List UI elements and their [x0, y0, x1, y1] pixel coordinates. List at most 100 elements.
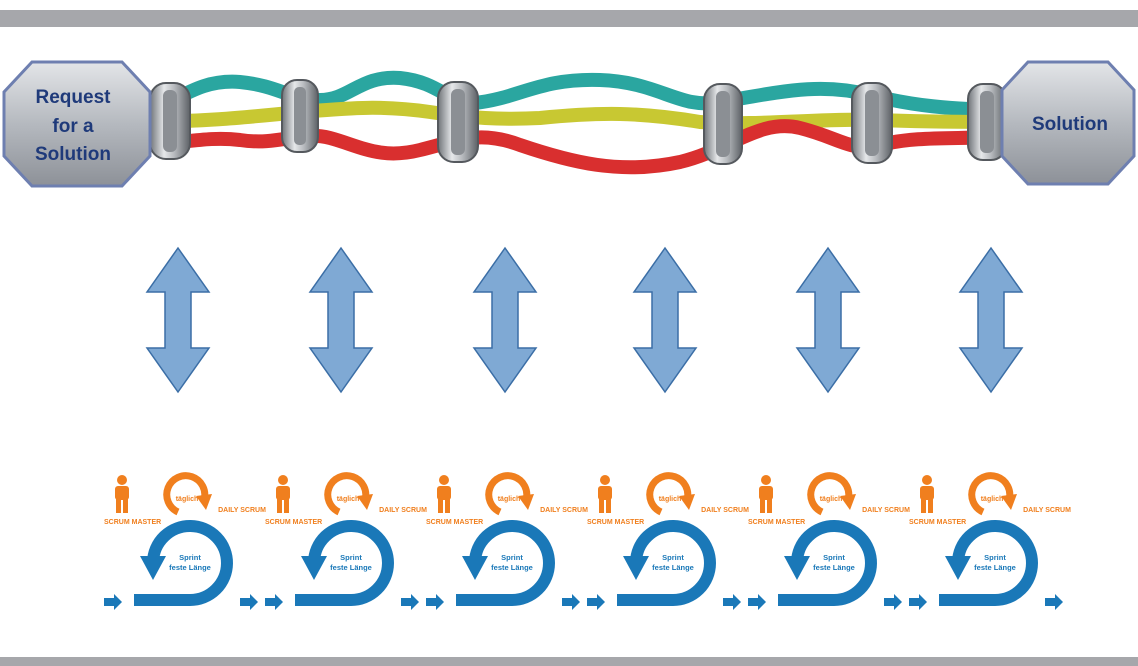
double-arrow-1	[145, 246, 211, 394]
flow-in-arrow-icon	[265, 594, 283, 610]
daily-loop-arrowhead-icon	[840, 494, 856, 510]
sprint-loop	[778, 520, 877, 606]
sprint-label: Sprint	[823, 553, 845, 562]
scrum-master-icon	[276, 475, 290, 513]
start-label-line-1: Request	[36, 87, 112, 108]
ring-2	[281, 79, 319, 153]
sprint-length-label: feste Länge	[652, 563, 694, 572]
daily-scrum-label: DAILY SCRUM	[1023, 507, 1071, 514]
sprint-length-label: feste Länge	[491, 563, 533, 572]
daily-loop-arrowhead-icon	[357, 494, 373, 510]
ring-3	[437, 81, 479, 163]
sprint-loop-arrowhead-icon	[462, 556, 488, 580]
double-arrow-4	[632, 246, 698, 394]
daily-scrum-label: DAILY SCRUM	[379, 507, 427, 514]
bottom-divider-bar	[0, 657, 1138, 666]
sprint-loop	[295, 520, 394, 606]
start-label-line-3: Solution	[35, 144, 111, 165]
scrum-master-label: SCRUM MASTER	[587, 519, 644, 526]
start-octagon: Request for a Solution	[2, 60, 152, 188]
flow-in-arrow-icon	[909, 594, 927, 610]
daily-loop-arrowhead-icon	[1001, 494, 1017, 510]
daily-loop	[163, 472, 209, 516]
sprint-label: Sprint	[662, 553, 684, 562]
sprint-loop-arrowhead-icon	[140, 556, 166, 580]
frequency-label: täglich	[176, 496, 199, 503]
flow-out-arrow-icon	[884, 594, 902, 610]
end-octagon: Solution	[1000, 60, 1136, 186]
daily-scrum-label: DAILY SCRUM	[540, 507, 588, 514]
sprint-length-label: feste Länge	[813, 563, 855, 572]
sprint-loop-arrowhead-icon	[623, 556, 649, 580]
daily-loop-arrowhead-icon	[679, 494, 695, 510]
scrum-master-label: SCRUM MASTER	[748, 519, 805, 526]
scrum-master-icon	[920, 475, 934, 513]
flow-in-arrow-icon	[426, 594, 444, 610]
scrum-master-label: SCRUM MASTER	[909, 519, 966, 526]
daily-loop	[968, 472, 1014, 516]
cable-rings	[149, 79, 1007, 165]
sprint-label: Sprint	[501, 553, 523, 562]
double-arrow-3	[472, 246, 538, 394]
flow-out-arrow-icon	[240, 594, 258, 610]
sprint-loop	[456, 520, 555, 606]
sprint-label: Sprint	[179, 553, 201, 562]
sprint-label: Sprint	[340, 553, 362, 562]
sprint-loop	[134, 520, 233, 606]
teal-cable	[123, 70, 1017, 122]
scrum-master-label: SCRUM MASTER	[265, 519, 322, 526]
frequency-label: täglich	[659, 496, 682, 503]
scrum-master-icon	[115, 475, 129, 513]
sprint-loop	[617, 520, 716, 606]
flow-in-arrow-icon	[587, 594, 605, 610]
sprint-loop-arrowhead-icon	[945, 556, 971, 580]
frequency-label: täglich	[820, 496, 843, 503]
flow-out-arrow-icon	[562, 594, 580, 610]
ring-4	[703, 83, 743, 165]
sprint-label: Sprint	[984, 553, 1006, 562]
flow-in-arrow-icon	[104, 594, 122, 610]
frequency-label: täglich	[981, 496, 1004, 503]
scrum-master-icon	[598, 475, 612, 513]
flow-out-arrow-icon	[1045, 594, 1063, 610]
double-arrow-6	[958, 246, 1024, 394]
sprint-length-label: feste Länge	[330, 563, 372, 572]
daily-loop	[807, 472, 853, 516]
frequency-label: täglich	[498, 496, 521, 503]
daily-loop	[646, 472, 692, 516]
ring-5	[851, 82, 893, 164]
start-label-line-2: for a	[52, 116, 94, 137]
top-divider-bar	[0, 10, 1138, 27]
frequency-label: täglich	[337, 496, 360, 503]
sprint-length-label: feste Länge	[974, 563, 1016, 572]
double-arrow-5	[795, 246, 861, 394]
daily-loop-arrowhead-icon	[196, 494, 212, 510]
daily-loop-arrowhead-icon	[518, 494, 534, 510]
end-label: Solution	[1032, 114, 1108, 135]
flow-in-arrow-icon	[748, 594, 766, 610]
daily-scrum-label: DAILY SCRUM	[862, 507, 910, 514]
scrum-master-icon	[759, 475, 773, 513]
sprint-loop	[939, 520, 1038, 606]
daily-loop	[324, 472, 370, 516]
ring-1	[149, 82, 191, 160]
double-arrow-2	[308, 246, 374, 394]
scrum-master-label: SCRUM MASTER	[426, 519, 483, 526]
daily-scrum-label: DAILY SCRUM	[218, 507, 266, 514]
link-arrows	[145, 246, 1024, 394]
ring-6	[967, 83, 1007, 161]
sprint-loop-arrowhead-icon	[784, 556, 810, 580]
daily-scrum-label: DAILY SCRUM	[701, 507, 749, 514]
sprint-loop-arrowhead-icon	[301, 556, 327, 580]
daily-loop	[485, 472, 531, 516]
sprint-length-label: feste Länge	[169, 563, 211, 572]
flow-out-arrow-icon	[723, 594, 741, 610]
